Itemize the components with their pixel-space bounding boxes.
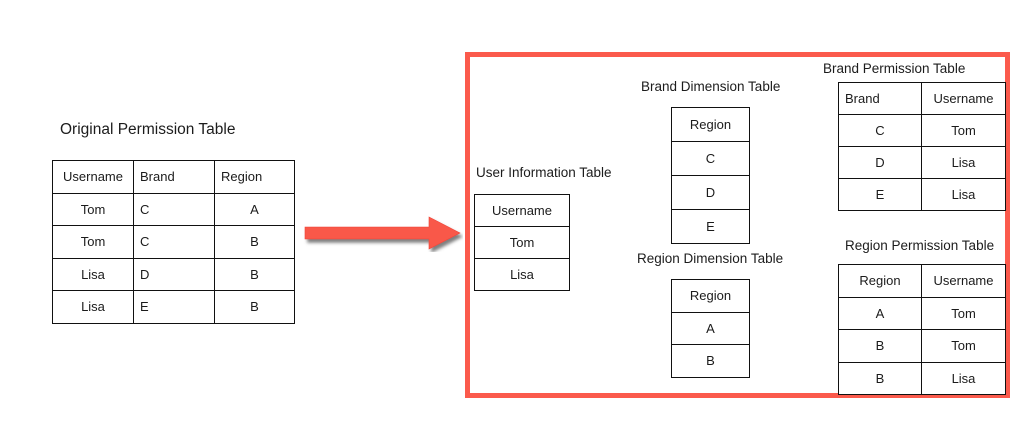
cell-brand: C	[838, 114, 922, 147]
table-row: Lisa	[474, 258, 570, 291]
cell-username: Tom	[921, 329, 1006, 363]
cell-value: C	[671, 141, 750, 176]
column-header-username: Username	[474, 194, 570, 227]
table-row: A Tom	[838, 296, 1006, 330]
cell-username: Tom	[921, 114, 1006, 147]
table-row: D	[671, 175, 750, 210]
cell-username: Tom	[52, 192, 134, 226]
table-row: Tom C B	[52, 225, 295, 259]
region-dimension-table: Region A B	[671, 279, 750, 378]
cell-region: B	[214, 290, 295, 324]
column-header-region: Region	[838, 264, 922, 298]
column-header-username: Username	[921, 82, 1006, 115]
brand-permission-table: Brand Username C Tom D Lisa E Lisa	[838, 82, 1006, 211]
region-permission-table-title: Region Permission Table	[845, 238, 995, 253]
cell-username: Tom	[52, 225, 134, 259]
cell-region: B	[214, 257, 295, 291]
table-header-row: Region	[671, 107, 750, 142]
cell-brand: D	[133, 257, 215, 291]
cell-value: A	[671, 311, 750, 345]
region-permission-table: Region Username A Tom B Tom B Lisa	[838, 264, 1006, 395]
table-header-row: Region Username	[838, 264, 1006, 298]
column-header-username: Username	[921, 264, 1006, 298]
cell-username: Lisa	[921, 146, 1006, 179]
brand-dimension-table-title: Brand Dimension Table	[641, 79, 781, 94]
original-permission-table: Username Brand Region Tom C A Tom C B Li…	[52, 160, 295, 324]
column-header-brand: Brand	[838, 82, 922, 115]
column-header-region: Region	[671, 279, 750, 313]
table-header-row: Username Brand Region	[52, 160, 295, 194]
cell-brand: E	[838, 178, 922, 211]
table-row: B	[671, 344, 750, 378]
brand-permission-table-title: Brand Permission Table	[823, 61, 966, 76]
cell-brand: D	[838, 146, 922, 179]
cell-region: B	[838, 361, 922, 395]
region-dimension-table-title: Region Dimension Table	[637, 251, 784, 266]
table-row: E	[671, 209, 750, 244]
table-row: Lisa E B	[52, 290, 295, 324]
original-permission-table-title: Original Permission Table	[60, 121, 236, 138]
table-row: C	[671, 141, 750, 176]
table-row: B Lisa	[838, 361, 1006, 395]
cell-brand: C	[133, 225, 215, 259]
cell-region: B	[214, 225, 295, 259]
table-row: Lisa D B	[52, 257, 295, 291]
cell-value: E	[671, 209, 750, 244]
cell-value: D	[671, 175, 750, 210]
cell-username: Lisa	[474, 258, 570, 291]
cell-brand: E	[133, 290, 215, 324]
user-information-table: Username Tom Lisa	[474, 194, 570, 291]
cell-brand: C	[133, 192, 215, 226]
right-arrow-icon	[304, 216, 461, 250]
cell-username: Tom	[921, 296, 1006, 330]
table-row: A	[671, 311, 750, 345]
column-header-region: Region	[671, 107, 750, 142]
table-header-row: Region	[671, 279, 750, 313]
table-row: Tom C A	[52, 192, 295, 226]
cell-username: Lisa	[921, 361, 1006, 395]
table-row: D Lisa	[838, 146, 1006, 179]
transformed-schema-container	[465, 52, 1010, 398]
cell-username: Lisa	[52, 257, 134, 291]
column-header-brand: Brand	[133, 160, 215, 194]
table-header-row: Brand Username	[838, 82, 1006, 115]
cell-region: A	[838, 296, 922, 330]
table-row: B Tom	[838, 329, 1006, 363]
cell-region: B	[838, 329, 922, 363]
brand-dimension-table: Region C D E	[671, 107, 750, 244]
table-row: C Tom	[838, 114, 1006, 147]
table-row: E Lisa	[838, 178, 1006, 211]
table-header-row: Username	[474, 194, 570, 227]
column-header-region: Region	[214, 160, 295, 194]
cell-username: Tom	[474, 226, 570, 259]
column-header-username: Username	[52, 160, 134, 194]
cell-username: Lisa	[921, 178, 1006, 211]
cell-username: Lisa	[52, 290, 134, 324]
table-row: Tom	[474, 226, 570, 259]
cell-value: B	[671, 344, 750, 378]
cell-region: A	[214, 192, 295, 226]
user-information-table-title: User Information Table	[476, 165, 612, 180]
